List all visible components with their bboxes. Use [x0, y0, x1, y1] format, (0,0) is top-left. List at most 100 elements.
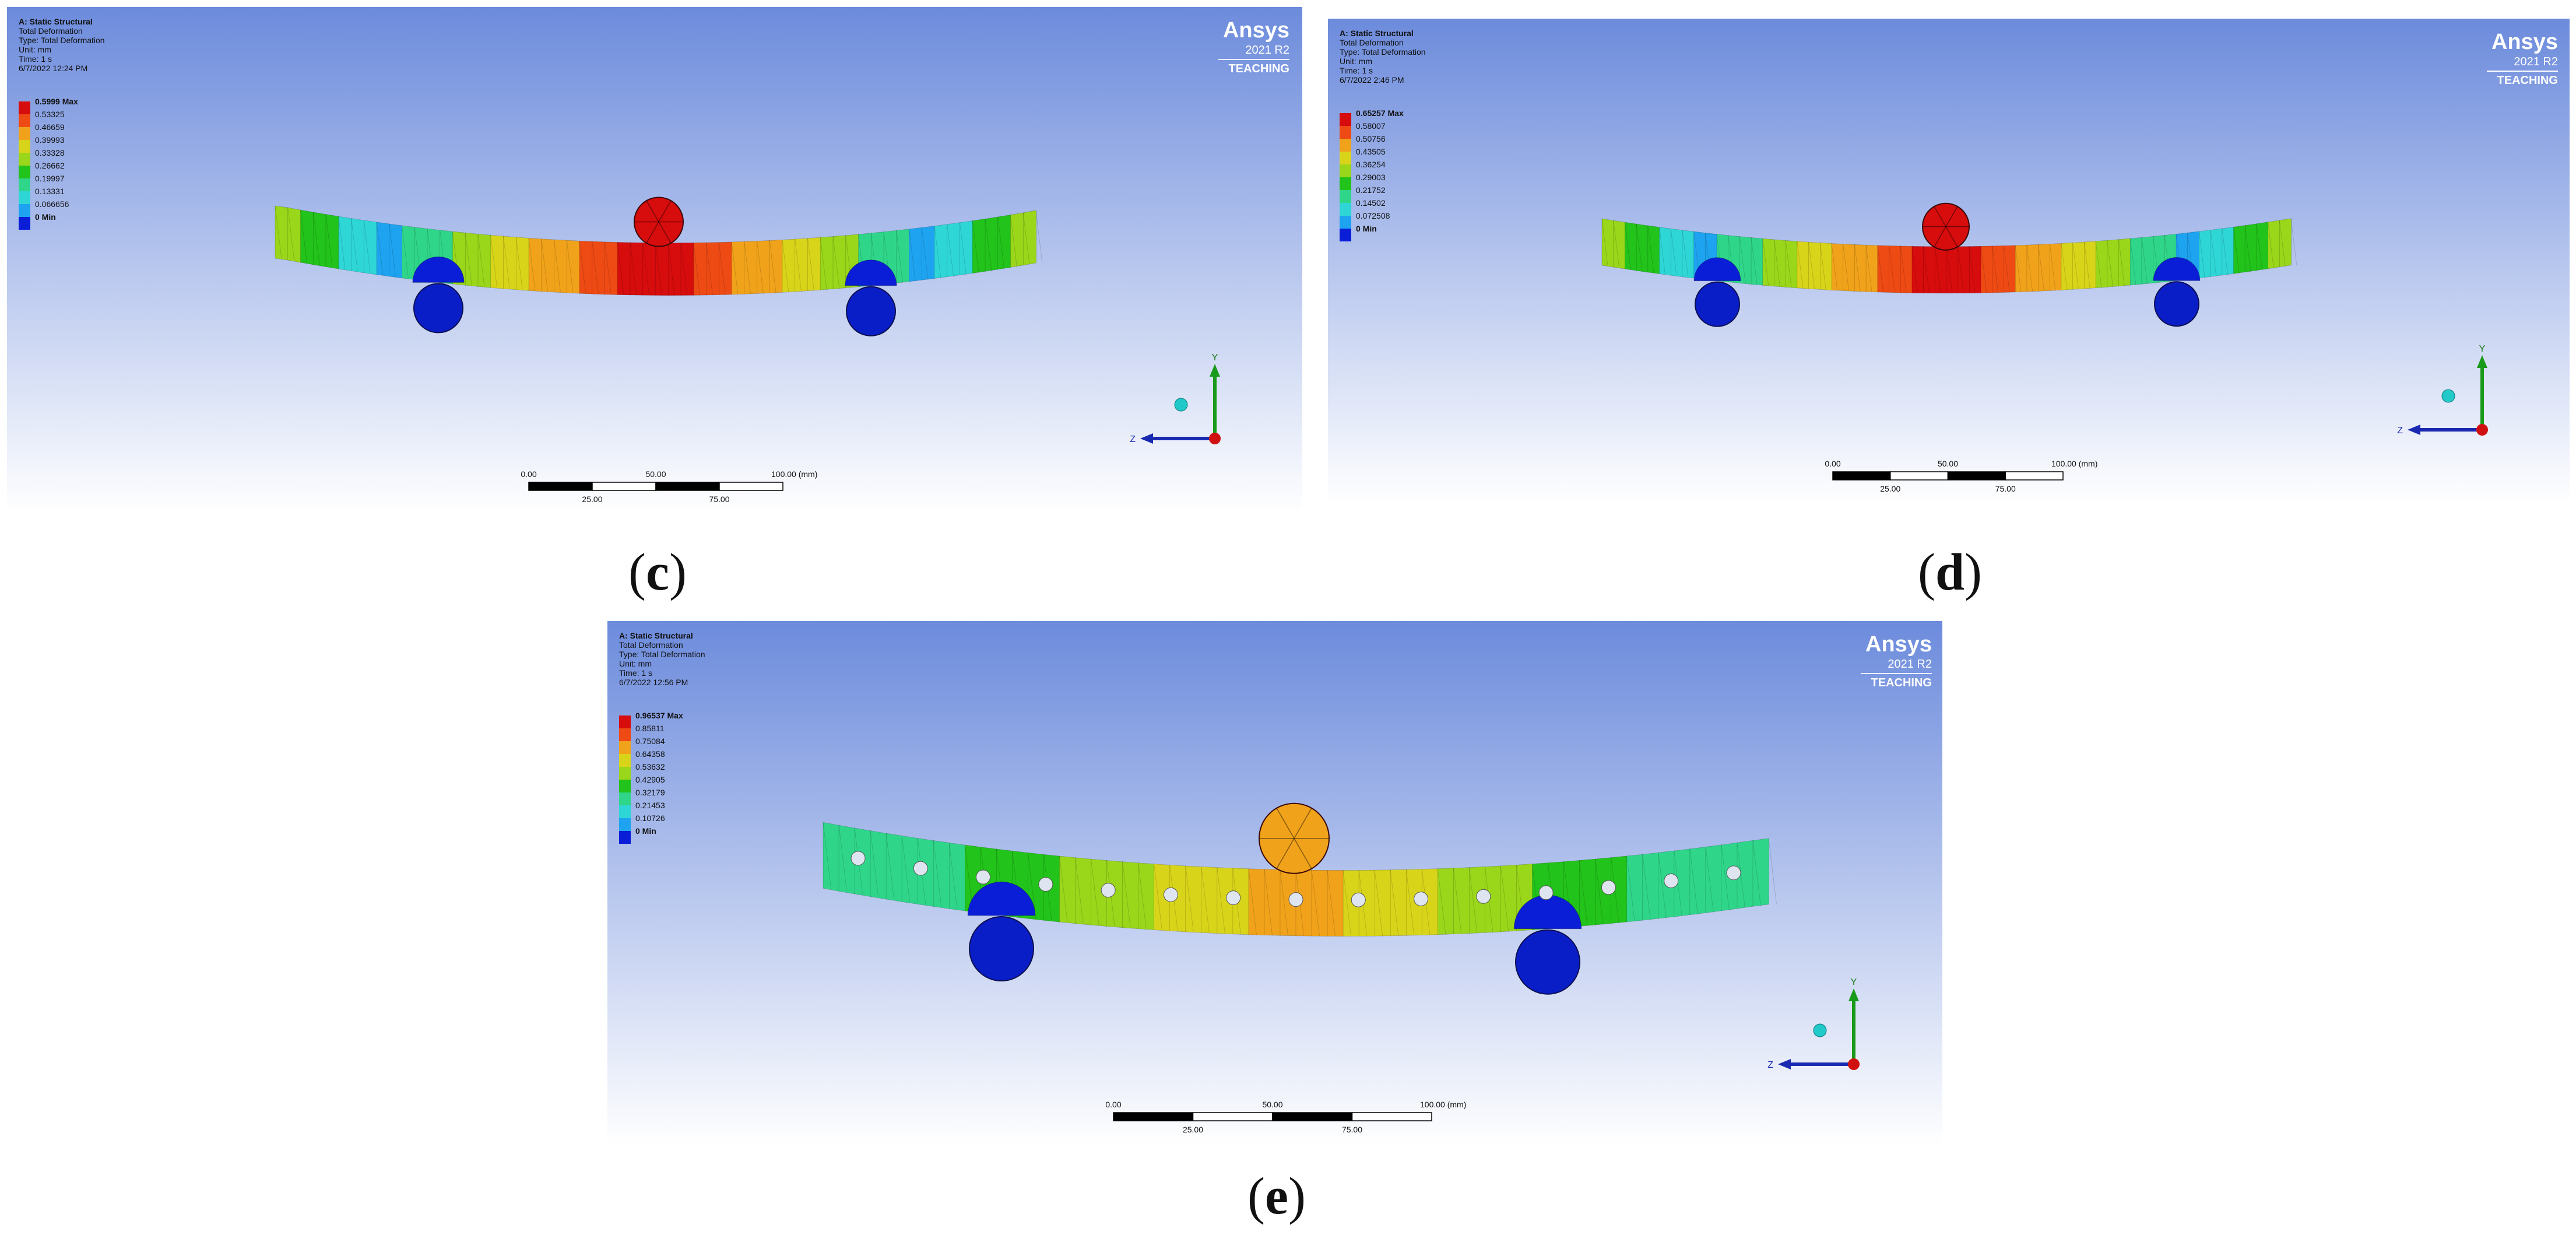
- isometric-view-ball[interactable]: [1813, 1023, 1827, 1037]
- mesh-line: [1854, 244, 1861, 292]
- beam-element: [1579, 858, 1596, 927]
- mesh-line: [1453, 868, 1462, 934]
- scale-label-top: 100.00 (mm): [1420, 1100, 1466, 1109]
- beam-element: [2141, 236, 2154, 285]
- beam-element: [1601, 218, 1614, 268]
- beam-element: [1421, 868, 1439, 935]
- scale-bar-segment: [528, 482, 593, 491]
- mesh-line: [997, 216, 1005, 270]
- legend-swatch: [1340, 139, 1351, 152]
- beam-element: [901, 835, 919, 904]
- pin-mesh-line: [1934, 226, 1946, 247]
- legend-value-label: 0.14502: [1356, 198, 1386, 208]
- mesh-line: [1595, 859, 1604, 925]
- beam-element: [948, 842, 966, 911]
- beam-element: [566, 240, 580, 294]
- mesh-line: [1022, 212, 1030, 265]
- beam-element: [2026, 244, 2039, 292]
- caption-d: (d): [1918, 543, 1983, 601]
- mesh-line: [1752, 840, 1761, 907]
- legend-swatch: [619, 818, 631, 831]
- legend-swatch: [619, 767, 631, 780]
- beam-element: [630, 242, 644, 296]
- beam-element: [1969, 246, 1981, 293]
- beam-element: [1248, 868, 1265, 935]
- scale-bar-segment: [1832, 471, 1891, 481]
- mesh-line: [2038, 244, 2044, 292]
- triad-z-arrow: [1140, 433, 1153, 444]
- legend-swatch: [19, 127, 30, 140]
- legend-value-label: 0.21453: [635, 801, 665, 810]
- scale-bar-segment: [1947, 471, 2006, 481]
- info-line: Time: 1 s: [619, 668, 652, 678]
- right-support-roller: [846, 286, 896, 336]
- support-contact-region: [967, 881, 1036, 916]
- mesh-line: [2084, 242, 2090, 289]
- right-support-roller: [1515, 929, 1580, 995]
- mesh-line: [769, 240, 776, 293]
- legend-value-label: 0.53632: [635, 762, 665, 771]
- mesh-line: [1264, 869, 1273, 935]
- mesh-line: [1689, 848, 1698, 915]
- loading-pin: [634, 197, 684, 247]
- mesh-line: [389, 223, 396, 276]
- beam-element: [769, 239, 783, 293]
- mesh-line: [2279, 220, 2286, 267]
- mesh-line: [1751, 237, 1758, 285]
- beam-element: [2268, 220, 2280, 269]
- mesh-line: [744, 241, 751, 294]
- beam-element: [1500, 864, 1517, 932]
- beam-element: [1808, 241, 1821, 290]
- info-line: Total Deformation: [1340, 38, 1404, 47]
- mesh-line: [2107, 240, 2114, 287]
- triad-y-label: Y: [2479, 344, 2486, 354]
- legend-min-label: 0 Min: [1356, 224, 1377, 233]
- scale-label-bottom: 25.00: [1183, 1125, 1203, 1134]
- left-support-roller: [969, 916, 1034, 982]
- mesh-line: [1670, 229, 1677, 276]
- triad-y-label: Y: [1851, 977, 1857, 987]
- mesh-line: [1831, 243, 1838, 290]
- legend-swatch: [19, 166, 30, 178]
- legend-value-label: 0.36254: [1356, 160, 1386, 169]
- ansys-version: 2021 R2: [2514, 55, 2558, 68]
- scale-bar-segment: [2005, 471, 2064, 481]
- mesh-line: [630, 242, 637, 295]
- mesh-line: [2118, 239, 2125, 286]
- beam-element: [592, 241, 606, 295]
- mesh-line: [731, 241, 739, 295]
- triad-z-label: Z: [1130, 434, 1136, 444]
- mesh-line: [1185, 865, 1194, 932]
- beam-hole: [1664, 874, 1679, 889]
- isometric-view-ball[interactable]: [1174, 398, 1188, 412]
- beam-element: [515, 237, 529, 291]
- legend-swatch: [19, 191, 30, 204]
- mesh-line: [1601, 218, 1608, 266]
- mesh-line: [1889, 246, 1895, 293]
- beam-element: [275, 205, 289, 261]
- mesh-line: [275, 205, 282, 259]
- mesh-line: [1934, 246, 1941, 293]
- mesh-line: [1035, 210, 1043, 264]
- legend-swatch: [619, 754, 631, 767]
- pin-mesh-line: [658, 222, 672, 244]
- scale-label-top: 50.00: [645, 469, 666, 479]
- ansys-edition: TEACHING: [1229, 62, 1289, 75]
- beam-element: [1689, 847, 1706, 916]
- isometric-view-ball[interactable]: [2441, 389, 2455, 403]
- loading-pin: [1259, 802, 1330, 874]
- scale-label-bottom: 75.00: [709, 495, 729, 504]
- beam-hole: [1476, 889, 1491, 904]
- beam-element: [1854, 244, 1867, 292]
- mesh-line: [909, 229, 916, 282]
- ansys-edition: TEACHING: [1871, 676, 1932, 689]
- info-line: Type: Total Deformation: [1340, 47, 1426, 57]
- beam-element: [1774, 239, 1787, 287]
- scale-bar-segment: [592, 482, 656, 491]
- pin-mesh-line: [646, 222, 659, 244]
- mesh-line: [528, 238, 536, 291]
- mesh-line: [1201, 867, 1210, 933]
